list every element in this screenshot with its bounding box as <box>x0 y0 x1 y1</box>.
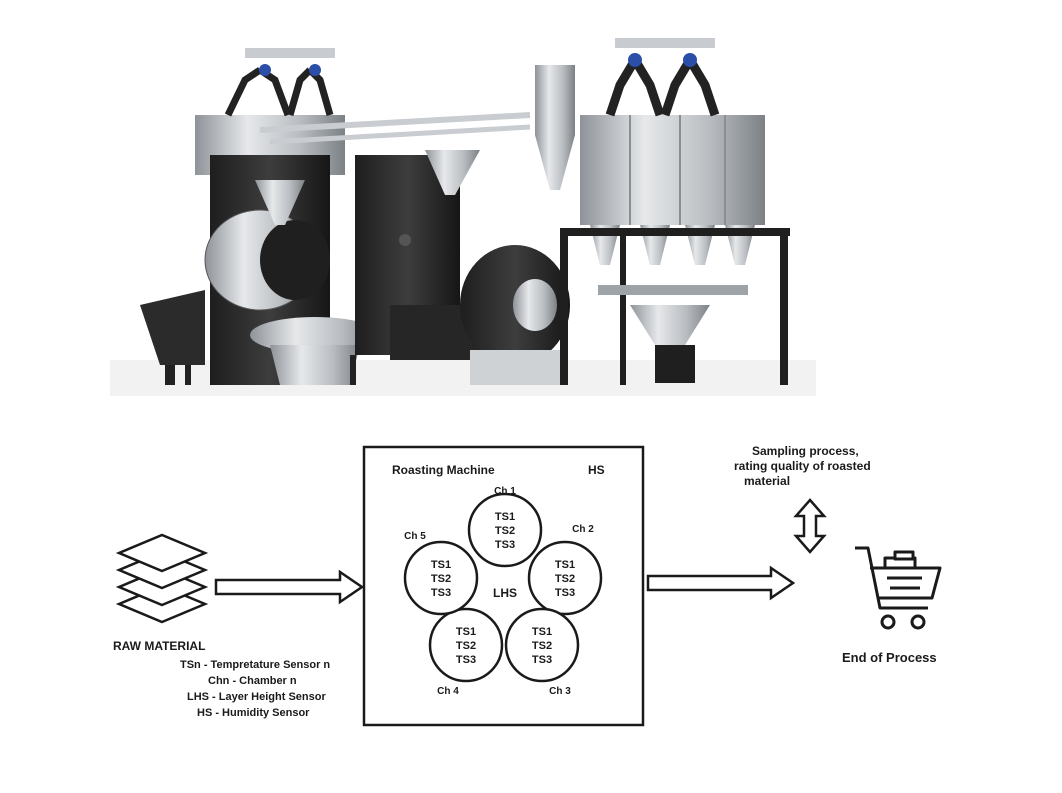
legend-item: HS - Humidity Sensor <box>197 707 310 719</box>
roasting-machine-title: Roasting Machine <box>392 463 495 477</box>
temperature-sensor-label: TS2 <box>456 640 476 652</box>
temperature-sensor-label: TS3 <box>495 539 515 551</box>
legend-item: Chn - Chamber n <box>208 675 297 687</box>
sampling-line: rating quality of roasted <box>734 459 871 473</box>
input-arrow <box>214 569 365 605</box>
temperature-sensor-label: TS2 <box>555 573 575 585</box>
shopping-cart-icon <box>855 546 942 630</box>
temperature-sensor-label: TS1 <box>532 626 552 638</box>
temperature-sensor-label: TS1 <box>555 559 575 571</box>
chamber-circle <box>403 540 479 616</box>
chamber-circle <box>527 540 603 616</box>
layers-stack-icon <box>115 533 209 624</box>
legend-item: TSn - Tempretature Sensor n <box>180 659 330 671</box>
temperature-sensor-label: TS2 <box>532 640 552 652</box>
right-silo <box>580 115 765 225</box>
chamber-circle <box>428 607 504 683</box>
legend-item: LHS - Layer Height Sensor <box>187 691 326 703</box>
temperature-sensor-label: TS3 <box>431 587 451 599</box>
chamber-label: Ch 3 <box>549 686 571 697</box>
layer-height-sensor-label: LHS <box>493 586 517 600</box>
double-arrow-vertical-icon <box>793 498 827 554</box>
temperature-sensor-label: TS1 <box>495 511 515 523</box>
temperature-sensor-label: TS1 <box>456 626 476 638</box>
temperature-sensor-label: TS1 <box>431 559 451 571</box>
temperature-sensor-label: TS2 <box>495 525 515 537</box>
chamber-label: Ch 5 <box>404 531 426 542</box>
humidity-sensor-label: HS <box>588 463 605 477</box>
sampling-line: Sampling process, <box>752 444 859 458</box>
temperature-sensor-label: TS2 <box>431 573 451 585</box>
chamber-label: Ch 4 <box>437 686 459 697</box>
raw-material-label: RAW MATERIAL <box>113 639 205 653</box>
temperature-sensor-label: TS3 <box>555 587 575 599</box>
chamber-circle <box>467 492 543 568</box>
chamber-label: Ch 2 <box>572 524 594 535</box>
temperature-sensor-label: TS3 <box>456 654 476 666</box>
end-of-process-label: End of Process <box>842 650 937 665</box>
temperature-sensor-label: TS3 <box>532 654 552 666</box>
sampling-line: material <box>744 474 790 488</box>
roasting-machine-photo <box>110 30 816 396</box>
chamber-label: Ch 1 <box>494 486 516 497</box>
chamber-circle <box>504 607 580 683</box>
legend: TSn - Tempretature Sensor n Chn - Chambe… <box>180 659 330 719</box>
output-arrow <box>646 565 796 601</box>
roasting-machine-box <box>362 445 645 727</box>
